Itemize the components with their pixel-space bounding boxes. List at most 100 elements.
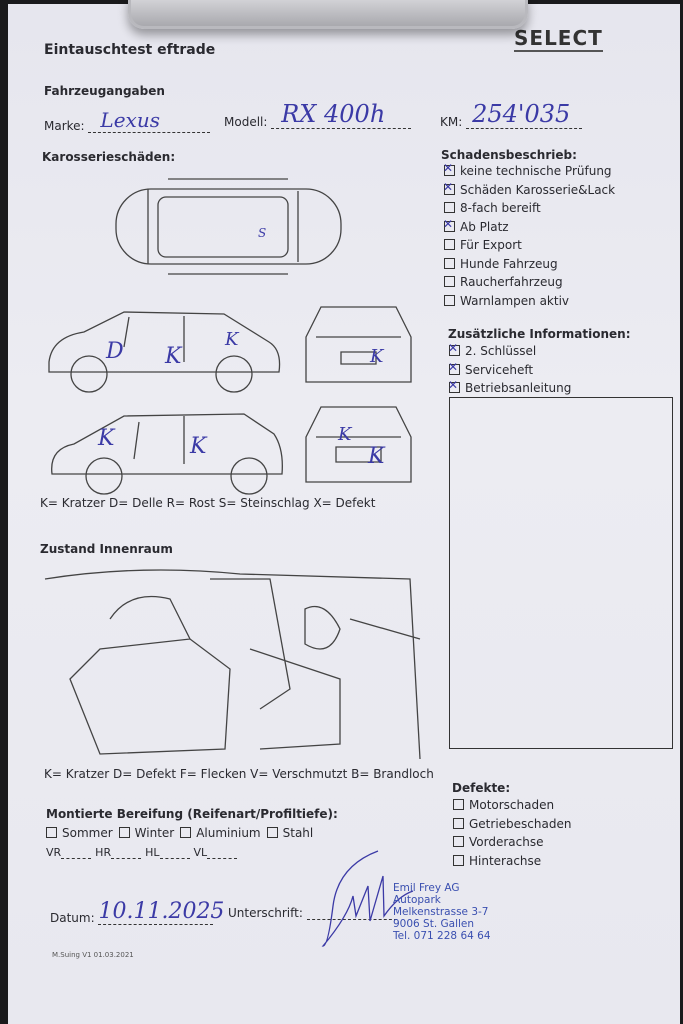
car-rear-view [305,406,412,483]
checkbox-item[interactable]: Schäden Karosserie&Lack [443,180,616,202]
stamp-line: Tel. 071 228 64 64 [393,930,491,942]
tire-option[interactable]: Stahl [266,826,313,840]
clipboard-clip [128,0,528,29]
tire-position-field[interactable]: HR [95,846,142,859]
km-value: 254'035 [466,100,583,129]
checkbox[interactable] [180,827,192,838]
damage-mark: D [106,339,124,364]
form-title: Eintauschtest eftrade [44,42,216,58]
checkbox[interactable] [444,276,455,287]
tire-position-field[interactable]: VR [46,846,92,859]
checkbox-label: Serviceheft [465,362,534,377]
damage-mark: K [368,444,385,469]
interior-legend: K= Kratzer D= Defekt F= Flecken V= Versc… [44,767,434,781]
checkbox[interactable] [443,161,455,176]
damage-mark: K [190,434,207,459]
checkbox-label: Hunde Fahrzeug [460,256,558,271]
checkbox[interactable] [444,294,455,306]
checkbox[interactable] [453,854,464,866]
checkbox-item[interactable]: Getriebeschaden [453,817,571,836]
checkbox-item[interactable]: Warnlampen aktiv [444,294,615,313]
checkbox-item[interactable]: 2. Schlüssel [448,341,571,363]
car-front-view [305,306,412,383]
checkbox-item[interactable]: Betriebsanleitung [448,378,572,400]
stamp-line: Melkenstrasse 3-7 [393,906,489,918]
checkbox[interactable] [443,180,455,195]
checkbox[interactable] [444,239,455,250]
checkbox-label: keine technische Prüfung [460,164,612,178]
tire-option-label: Winter [134,826,175,840]
marke-field: Marke: Lexus [44,108,211,133]
marke-label: Marke: [44,119,85,133]
damage-description-list: keine technische PrüfungSchäden Karosser… [443,161,616,313]
body-damage-title: Karosserieschäden: [42,150,176,164]
checkbox-item[interactable]: Hinterachse [453,854,571,873]
stamp-line: Autopark [393,894,441,906]
signature-label: Unterschrift: [228,906,303,920]
tire-position-label: HL [145,846,160,859]
checkbox-label: Hinterachse [469,853,542,868]
body-damage-legend: K= Kratzer D= Delle R= Rost S= Steinschl… [40,496,376,510]
damage-description-title: Schadensbeschrieb: [441,148,577,162]
date-field: Datum: 10.11.2025 [50,899,225,925]
checkbox[interactable] [46,827,57,838]
checkbox[interactable] [266,827,278,838]
checkbox[interactable] [448,378,460,393]
km-label: KM: [440,115,463,129]
stamp-line: Emil Frey AG [393,882,460,894]
checkbox-item[interactable]: Vorderachse [453,835,571,854]
checkbox-item[interactable]: Motorschaden [453,798,571,817]
checkbox-item[interactable]: Raucherfahrzeug [444,275,615,294]
date-value: 10.11.2025 [98,899,225,925]
stamp-line: 9006 St. Gallen [393,918,475,930]
checkbox[interactable] [453,817,464,829]
checkbox-label: Getriebeschaden [469,816,572,831]
checkbox-label: Für Export [460,238,522,252]
tire-position-label: VR [46,846,62,859]
signature-line[interactable] [306,919,397,920]
checkbox-label: Schäden Karosserie&Lack [460,182,616,197]
tire-option-label: Aluminium [196,826,261,840]
checkbox-label: Raucherfahrzeug [460,275,563,289]
checkbox[interactable] [444,202,455,213]
damage-mark: K [98,426,115,451]
checkbox-item[interactable]: keine technische Prüfung [443,161,615,183]
checkbox-label: Betriebsanleitung [465,381,572,395]
checkbox-item[interactable]: Ab Platz [443,217,615,239]
car-side-left [48,311,281,393]
checkbox-item[interactable]: 8-fach bereift [444,201,615,220]
damage-mark: K [338,424,352,445]
tire-option[interactable]: Aluminium [180,826,261,840]
checkbox-item[interactable]: Serviceheft [448,360,571,382]
form-version: M.Suing V1 01.03.2021 [52,951,134,959]
car-side-right [51,413,283,495]
tire-options: Sommer Winter Aluminium Stahl [46,826,319,840]
date-label: Datum: [50,911,95,925]
interior-title: Zustand Innenraum [40,542,173,556]
checkbox-label: Warnlampen aktiv [460,293,570,308]
checkbox[interactable] [448,360,460,375]
tire-position-field[interactable]: HL [145,846,190,859]
checkbox[interactable] [453,799,464,810]
signature-field: Unterschrift: [228,906,397,920]
select-logo: SELECT [514,26,603,52]
checkbox-label: Ab Platz [460,219,509,234]
vehicle-section-title: Fahrzeugangaben [44,84,165,98]
car-top-view [115,178,342,275]
checkbox[interactable] [453,836,464,847]
defects-title: Defekte: [452,781,511,795]
notes-box[interactable] [449,397,673,749]
tire-position-field[interactable]: VL [194,846,238,859]
tire-option[interactable]: Sommer [46,826,113,840]
inspection-form: SELECT Eintauschtest eftrade Fahrzeugang… [8,4,680,1024]
checkbox[interactable] [448,341,460,356]
checkbox[interactable] [443,217,455,232]
checkbox-item[interactable]: Für Export [444,238,615,257]
checkbox-item[interactable]: Hunde Fahrzeug [444,257,615,276]
tire-option[interactable]: Winter [118,826,175,840]
checkbox[interactable] [444,257,455,269]
checkbox[interactable] [118,827,130,838]
damage-mark: K [225,329,239,350]
